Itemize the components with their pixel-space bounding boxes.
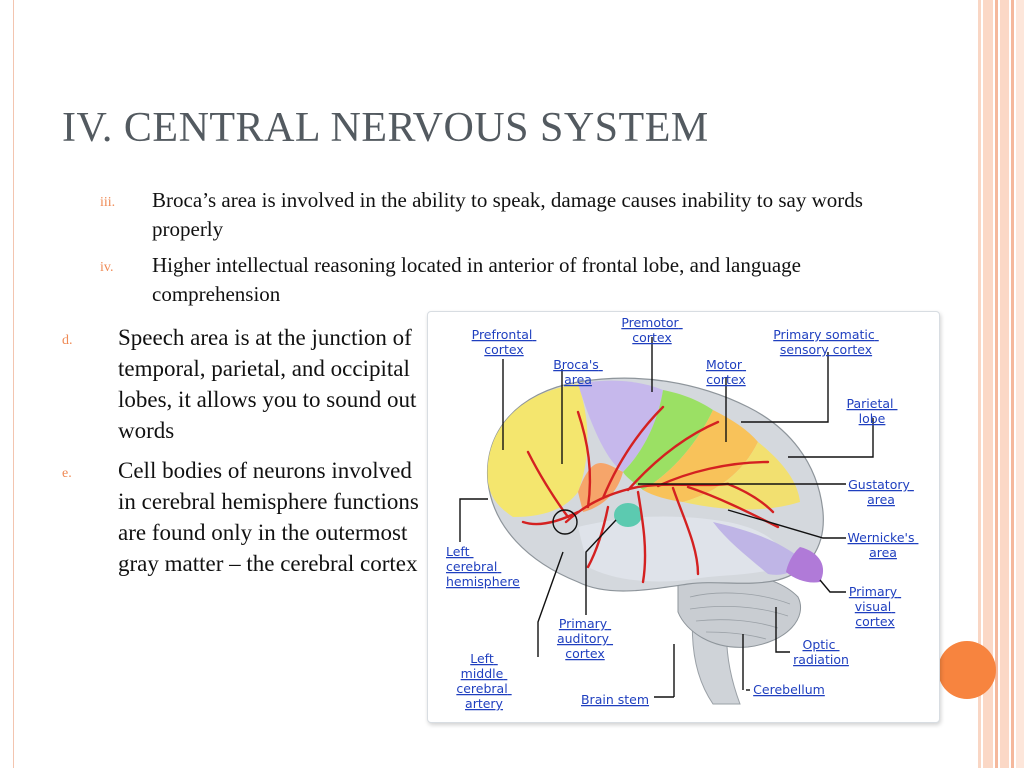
sub-point-item: iv. Higher intellectual reasoning locate… [100,251,880,309]
main-point-item: e. Cell bodies of neurons involved in ce… [62,455,422,579]
primary-auditory-cortex-label: Primary auditory cortex [557,616,613,661]
slide-frame-line [13,0,14,768]
decorative-stripes [978,0,1024,768]
brocas-area-label: Broca's area [553,357,603,387]
parietal-lobe-label: Parietal lobe [847,396,898,426]
cerebellum-label: Cerebellum [753,682,825,697]
main-point-item: d. Speech area is at the junction of tem… [62,322,422,446]
brain-illustration: Prefrontal cortex Premotor cortex Broca'… [446,315,919,711]
slide-title: IV. CENTRAL NERVOUS SYSTEM [62,105,709,151]
optic-radiation-label: Optic radiation [793,637,849,667]
list-marker: iii. [100,195,116,210]
main-point-text: Cell bodies of neurons involved in cereb… [118,458,419,576]
wernickes-area-label: Wernicke's area [848,530,919,560]
prefrontal-cortex-label: Prefrontal cortex [472,327,537,357]
list-marker: e. [62,466,72,481]
gustatory-area-label: Gustatory area [848,477,914,507]
left-middle-cerebral-artery-label: Left middle cerebral artery [456,651,511,711]
primary-visual-cortex-label: Primary visual cortex [849,584,901,629]
list-marker: d. [62,333,73,348]
main-point-list: d. Speech area is at the junction of tem… [62,322,422,588]
sub-point-list: iii. Broca’s area is involved in the abi… [100,186,880,316]
decorative-dot [938,641,996,699]
main-point-text: Speech area is at the junction of tempor… [118,325,417,443]
sub-point-text: Broca’s area is involved in the ability … [152,188,863,241]
motor-cortex-label: Motor cortex [706,357,746,387]
brain-stem-label: Brain stem [581,692,649,707]
sub-point-item: iii. Broca’s area is involved in the abi… [100,186,880,244]
primary-somatic-sensory-cortex-label: Primary somatic sensory cortex [773,327,879,357]
premotor-cortex-label: Premotor cortex [621,315,682,345]
sub-point-text: Higher intellectual reasoning located in… [152,253,802,306]
brain-diagram: Prefrontal cortex Premotor cortex Broca'… [427,311,940,723]
left-cerebral-hemisphere-label: Left cerebral hemisphere [446,544,520,589]
list-marker: iv. [100,260,114,275]
